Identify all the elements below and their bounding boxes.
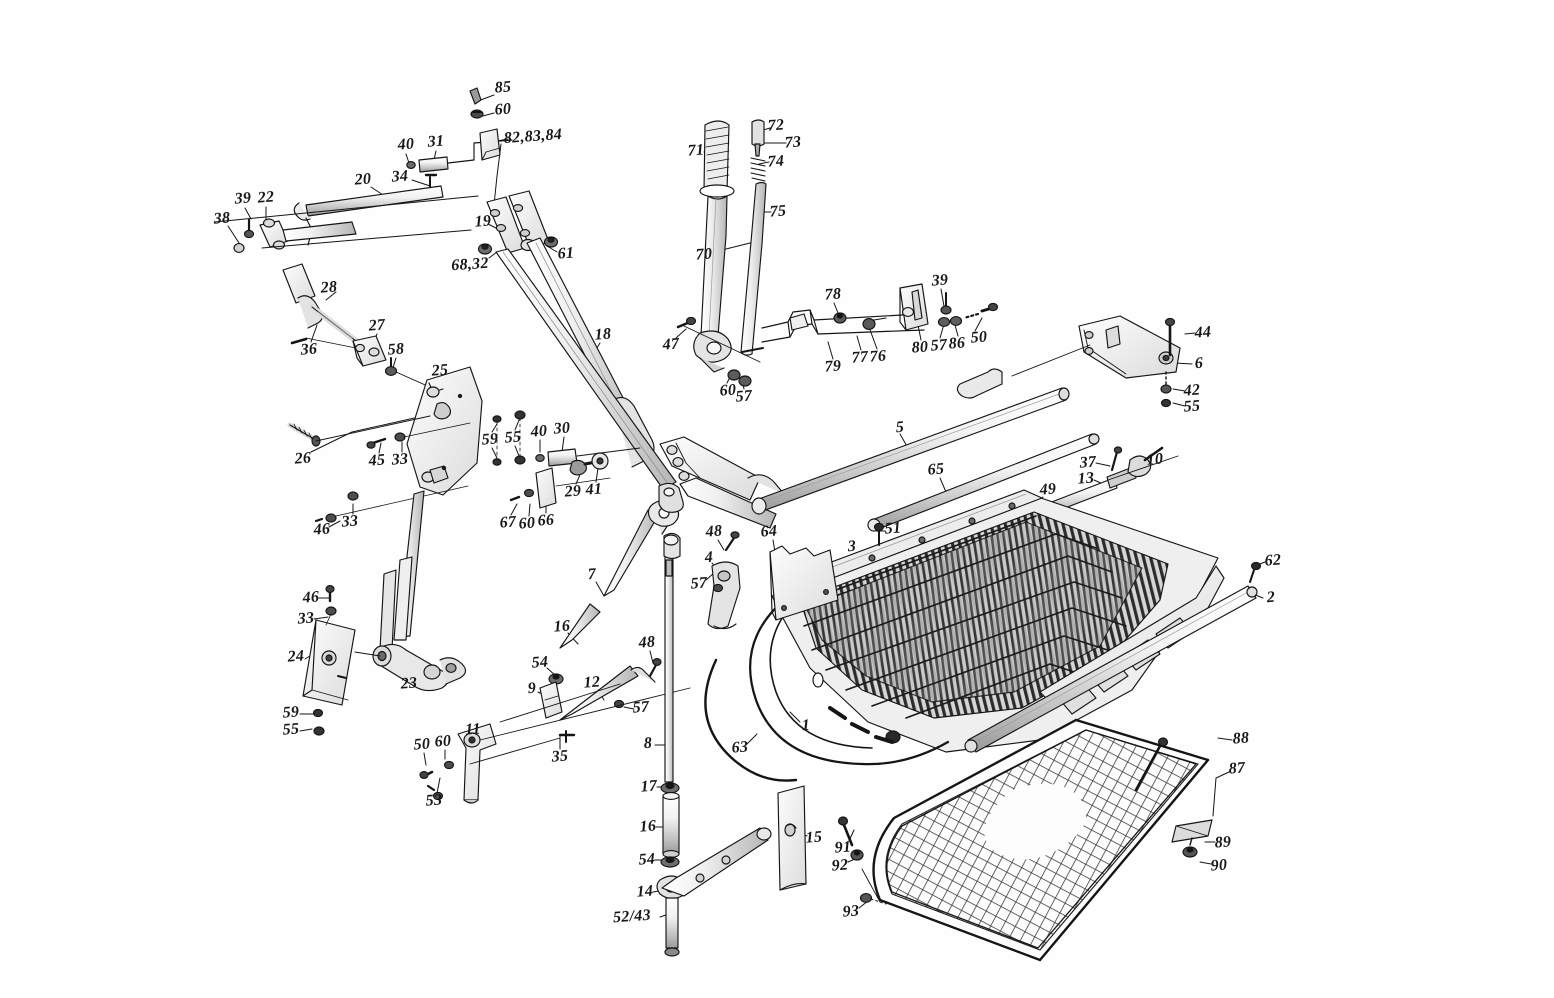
center-rod-linkage xyxy=(419,436,785,804)
handle-and-bracket-25 xyxy=(282,263,641,523)
strut-18 xyxy=(495,237,677,490)
upper-left-linkage xyxy=(214,139,513,253)
mesh-screen-assembly xyxy=(837,718,1213,962)
lower-left-arms xyxy=(302,490,467,736)
long-shafts xyxy=(751,387,1179,532)
bracket-19 xyxy=(477,190,559,255)
vertical-rod-stack xyxy=(656,532,807,957)
shift-lever-assembly xyxy=(676,119,999,387)
bracket-6-group xyxy=(956,315,1181,408)
cap-parts-group xyxy=(469,87,501,161)
concave-assembly xyxy=(704,489,1262,782)
